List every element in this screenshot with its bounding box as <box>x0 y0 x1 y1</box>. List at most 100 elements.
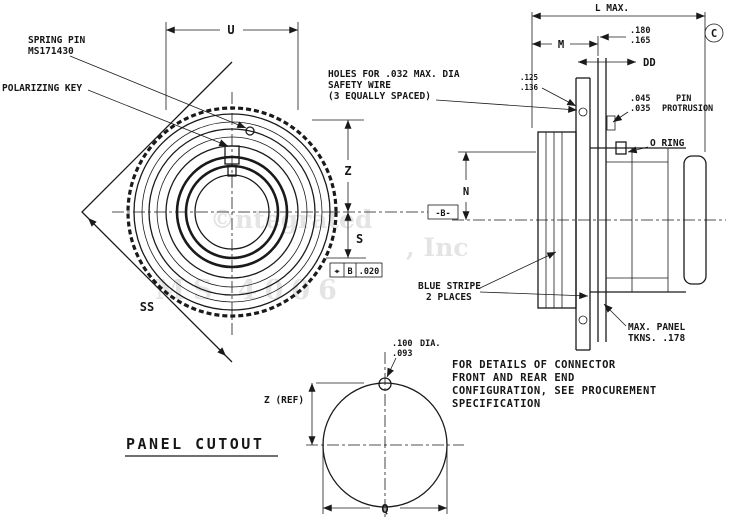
dim-q: Q <box>322 448 448 516</box>
polarizing-key-label: POLARIZING KEY <box>2 83 82 94</box>
dim-125-leader <box>541 87 577 107</box>
dim-180-label: .180 <box>630 26 650 36</box>
dim-u-label: U <box>227 23 234 37</box>
pin-protrusion-leader <box>612 111 629 123</box>
dim-m: M <box>532 36 599 56</box>
thread-ring <box>156 136 308 288</box>
side-view: L MAX. M .180 .165 DD C .045 .035 PIN PR… <box>328 3 726 351</box>
pin-protrusion-label-line2: PROTRUSION <box>662 104 713 114</box>
front-view: SS U Z S ⌖ B .020 S <box>2 22 428 363</box>
note-line-4: SPECIFICATION <box>452 398 541 410</box>
watermark-line-2: , Inc <box>406 233 469 262</box>
rear-grommet <box>683 155 707 285</box>
blue-stripe-label-line1: BLUE STRIPE <box>418 281 481 292</box>
dim-ss-label: SS <box>140 300 154 314</box>
dim-l-max: L MAX. <box>531 3 706 152</box>
dim-125-136: .125 .136 <box>520 73 577 107</box>
dim-n: N <box>458 151 536 220</box>
keyway-hole-leader <box>386 357 397 378</box>
dim-045-label: .045 <box>630 94 650 104</box>
dim-ss-line-a <box>87 217 129 259</box>
fcf-symbol: ⌖ <box>334 267 341 277</box>
dim-z-front: Z <box>312 119 364 212</box>
safety-wire-hole-bottom <box>578 315 588 325</box>
spring-pin-callout: SPRING PIN MS171430 <box>28 35 247 129</box>
dim-z-ref: Z (REF) <box>264 382 364 445</box>
pin-tip-feature <box>606 115 616 131</box>
dim-093-label: .093 <box>392 349 412 359</box>
panel-thickness-label-line2: TKNS. .178 <box>628 333 685 344</box>
blue-stripe-leader-2 <box>479 291 589 300</box>
revision-circle <box>704 23 724 43</box>
dia-label: DIA. <box>420 339 440 349</box>
bore-circle <box>194 174 270 250</box>
dim-165-label: .165 <box>630 36 650 46</box>
dim-z-label: Z <box>344 164 351 178</box>
panel-thickness-callout: MAX. PANEL TKNS. .178 <box>603 303 685 344</box>
shell-ring <box>148 128 316 296</box>
safety-wire-callout: HOLES FOR .032 MAX. DIA SAFETY WIRE (3 E… <box>328 69 578 113</box>
note-line-3: CONFIGURATION, SEE PROCUREMENT <box>452 385 657 397</box>
polarizing-key-callout: POLARIZING KEY <box>2 83 229 147</box>
dim-180-165: .180 .165 <box>600 26 650 46</box>
o-ring-section <box>615 141 627 155</box>
dim-136-label: .136 <box>520 83 539 92</box>
polarizing-key-feature <box>224 145 240 177</box>
dim-dd-label: DD <box>643 57 656 69</box>
mounting-flange-side <box>575 77 591 351</box>
keyway-hole-callout: .100 DIA. .093 <box>386 339 440 378</box>
dim-dd: DD <box>578 57 656 69</box>
dim-s-label: S <box>356 232 363 246</box>
dim-m-label: M <box>558 39 564 51</box>
fcf-datum: B <box>347 267 352 277</box>
dim-n-label: N <box>463 186 469 198</box>
blue-stripe-label-line2: 2 PLACES <box>426 292 472 303</box>
datum-b-box <box>427 204 459 220</box>
insert-ring <box>175 155 289 269</box>
dim-z-ref-label: Z (REF) <box>264 395 304 406</box>
fcf-tolerance: .020 <box>359 267 379 277</box>
note-line-1: FOR DETAILS OF CONNECTOR <box>452 359 616 371</box>
o-ring-leader <box>627 146 649 154</box>
dim-035-label: .035 <box>630 104 650 114</box>
safety-wire-note-line1: HOLES FOR .032 MAX. DIA <box>328 69 460 80</box>
dim-ss-line-b <box>167 297 227 357</box>
dim-100-label: .100 <box>392 339 412 349</box>
dim-q-label: Q <box>381 502 388 516</box>
polarizing-key-slot <box>227 165 237 177</box>
panel-thickness-label-line1: MAX. PANEL <box>628 322 685 333</box>
spring-pin-label-line2: MS171430 <box>28 46 74 57</box>
spring-pin-label-line1: SPRING PIN <box>28 35 85 46</box>
spring-pin-leader <box>69 55 247 129</box>
coupling-nut-ring <box>133 113 331 311</box>
datum-b: -B- <box>427 204 459 220</box>
polarizing-key-shape <box>224 145 240 165</box>
polarizing-key-leader <box>87 89 229 147</box>
safety-wire-hole-top <box>578 107 588 117</box>
panel-cutout-title: PANEL CUTOUT <box>126 435 264 453</box>
safety-wire-note-line2: SAFETY WIRE <box>328 80 391 91</box>
panel-section <box>597 58 607 342</box>
revision-letter: C <box>711 28 717 40</box>
coupling-nut-knurl <box>126 106 338 318</box>
revision-marker: C <box>704 23 724 43</box>
panel-thickness-leader <box>603 303 627 327</box>
spring-pin-feature <box>245 126 255 136</box>
shell-body-side <box>590 115 707 293</box>
dim-ss: SS <box>87 217 227 357</box>
datum-b-label: -B- <box>435 209 450 219</box>
blue-stripe-leader-1 <box>479 251 557 289</box>
pin-protrusion-label-line1: PIN <box>676 94 691 104</box>
dim-s: S <box>326 212 366 259</box>
panel-cutout-view: PANEL CUTOUT .100 DIA. .093 Z (REF) Q <box>125 339 464 520</box>
safety-wire-leader <box>435 99 578 113</box>
dim-l-label: L MAX. <box>595 3 629 14</box>
blue-stripe-callout: BLUE STRIPE 2 PLACES <box>418 251 589 303</box>
safety-wire-note-line3: (3 EQUALLY SPACED) <box>328 91 431 102</box>
note-line-2: FRONT AND REAR END <box>452 372 575 384</box>
dim-125-label: .125 <box>520 73 538 82</box>
o-ring-label: O RING <box>650 138 685 149</box>
o-ring-callout: O RING <box>627 138 685 154</box>
